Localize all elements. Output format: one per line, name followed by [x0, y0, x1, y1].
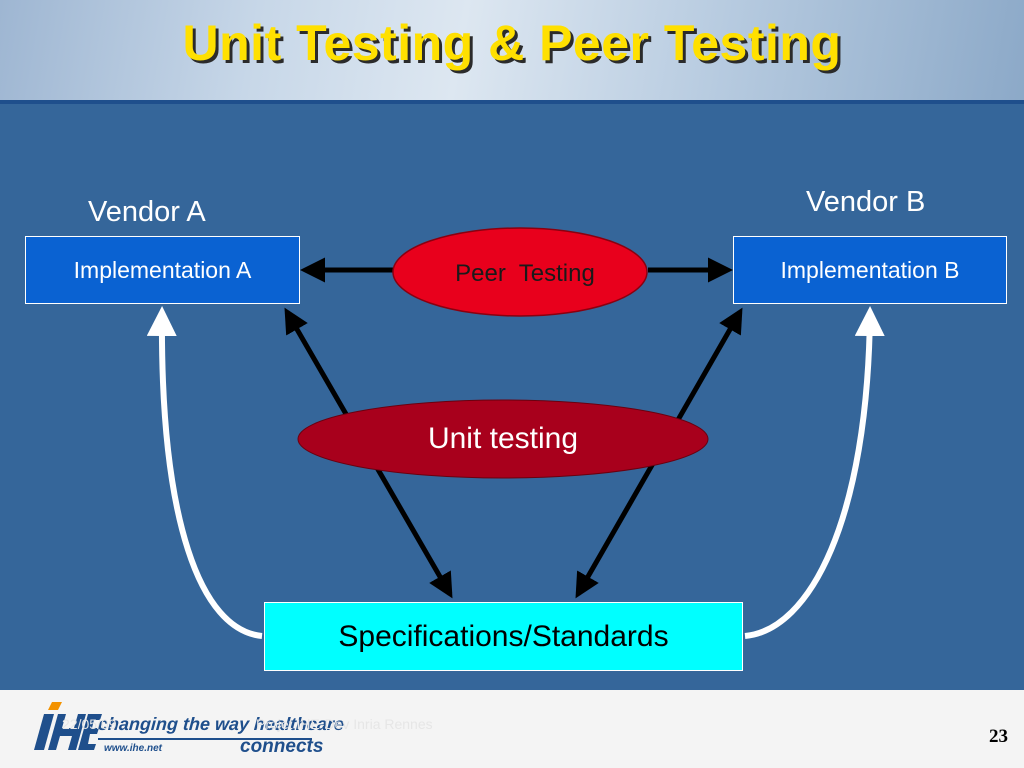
footer-connects: connects [240, 736, 324, 757]
vendor-b-label: Vendor B [806, 186, 926, 218]
diagram-area [0, 104, 1024, 690]
slide-title: Unit Testing & Peer Testing [182, 15, 842, 71]
implementation-a-label: Implementation A [73, 257, 252, 283]
specifications-box: Specifications/Standards [264, 602, 743, 671]
footer-tagline-rule [98, 738, 312, 740]
footer [0, 690, 1024, 768]
footer-center-text: Projet IHE-Dev Inria Rennes [256, 716, 433, 732]
implementation-b-box: Implementation B [733, 236, 1007, 304]
vendor-a-label: Vendor A [88, 196, 206, 228]
peer-testing-ellipse [392, 227, 648, 317]
header-divider [0, 100, 1024, 104]
footer-date: 22/05/09 [62, 716, 117, 732]
header-banner [0, 0, 1024, 100]
curve-arrow-spec-to-impl-b [744, 306, 885, 639]
unit-testing-label: Unit testing [427, 422, 579, 455]
page-number: 23 [989, 726, 1008, 747]
ihe-logo-icon [34, 702, 102, 750]
implementation-a-box: Implementation A [25, 236, 300, 304]
peer-testing-label: Peer Testing [455, 260, 595, 287]
specifications-label: Specifications/Standards [338, 620, 669, 653]
footer-website: www.ihe.net [104, 743, 162, 754]
curve-arrow-spec-to-impl-a [146, 306, 263, 639]
implementation-b-label: Implementation B [780, 257, 960, 283]
unit-testing-ellipse [297, 399, 709, 479]
